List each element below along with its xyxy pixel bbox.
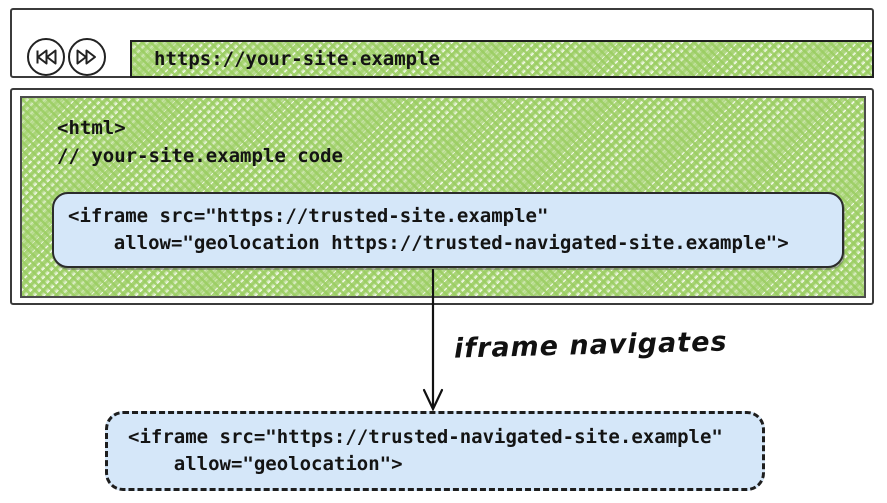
iframe-embed-line: allow="geolocation https://trusted-navig… — [68, 232, 789, 254]
page-code-line: // your-site.example code — [57, 145, 343, 167]
back-button[interactable] — [26, 37, 66, 77]
iframe-navigated-box: <iframe src="https://trusted-navigated-s… — [105, 411, 765, 491]
iframe-navigated-line: <iframe src="https://trusted-navigated-s… — [128, 426, 723, 448]
skip-back-icon — [26, 37, 66, 77]
forward-button[interactable] — [67, 37, 107, 77]
address-url: https://your-site.example — [154, 48, 440, 70]
page-code-line: <html> — [57, 117, 126, 139]
iframe-navigated-line: allow="geolocation"> — [128, 453, 403, 475]
page-source-code: <html> // your-site.example code — [57, 114, 343, 170]
iframe-embed-line: <iframe src="https://trusted-site.exampl… — [68, 205, 549, 227]
iframe-embed-box: <iframe src="https://trusted-site.exampl… — [52, 192, 844, 268]
address-bar[interactable]: https://your-site.example — [130, 40, 874, 78]
skip-forward-icon — [67, 37, 107, 77]
arrow-label: iframe navigates — [453, 326, 728, 365]
browser-chrome-bar: https://your-site.example — [10, 8, 874, 78]
